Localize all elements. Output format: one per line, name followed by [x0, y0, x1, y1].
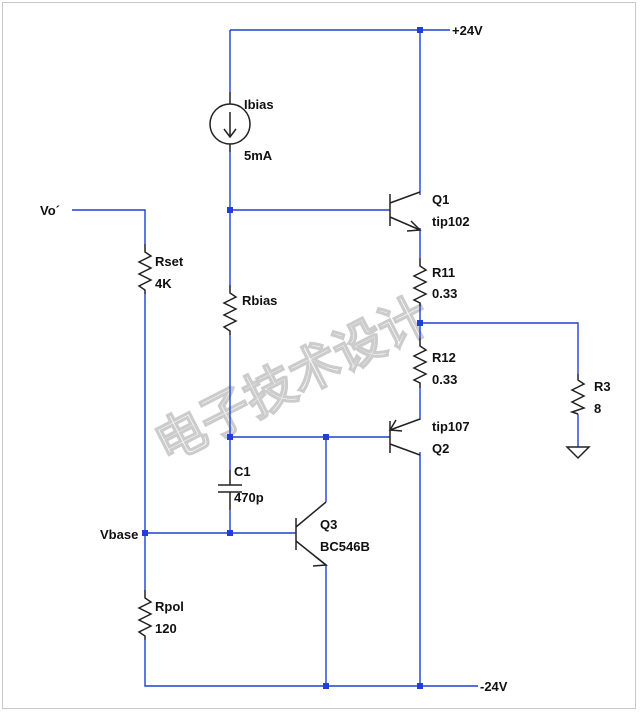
wire-vo — [72, 209, 146, 244]
rset-value: 4K — [155, 276, 172, 291]
junction-q2-base-right — [323, 434, 329, 440]
vo-label: Vo´ — [40, 203, 60, 218]
junction-c1-vbase — [227, 530, 233, 536]
c1-capacitor — [218, 470, 242, 510]
r3-resistor — [569, 374, 586, 415]
r12-resistor — [412, 338, 428, 388]
negative-rail-label: -24V — [480, 679, 508, 694]
q3-transistor — [295, 501, 328, 567]
r3-value: 8 — [594, 401, 601, 416]
q2-name: tip107 — [432, 419, 470, 434]
ibias-name: Ibias — [244, 97, 274, 112]
wire-bottom-rail — [144, 640, 478, 687]
junction-output — [417, 320, 423, 326]
ibias-symbol — [209, 92, 251, 152]
junction-top-right — [417, 27, 423, 33]
vbase-label: Vbase — [100, 527, 138, 542]
wire-output — [420, 322, 579, 374]
q1-value: tip102 — [432, 214, 470, 229]
q3-value: BC546B — [320, 539, 370, 554]
ibias-value: 5mA — [244, 148, 273, 163]
rpol-value: 120 — [155, 621, 177, 636]
q1-transistor — [389, 191, 422, 232]
r11-value: 0.33 — [432, 286, 457, 301]
q2-transistor — [388, 418, 421, 456]
junction-q2-base-left — [227, 434, 233, 440]
q3-name: Q3 — [320, 517, 337, 532]
rbias-resistor — [222, 285, 238, 335]
junction-bottom-q3 — [323, 683, 329, 689]
wires — [72, 29, 579, 687]
rpol-resistor — [137, 590, 153, 640]
q1-name: Q1 — [432, 192, 449, 207]
r12-value: 0.33 — [432, 372, 457, 387]
rpol-name: Rpol — [155, 599, 184, 614]
r11-resistor — [412, 258, 428, 306]
q2-value: Q2 — [432, 441, 449, 456]
junction-vbase — [142, 530, 148, 536]
r12-name: R12 — [432, 350, 456, 365]
r11-name: R11 — [432, 265, 455, 280]
rbias-name: Rbias — [242, 293, 277, 308]
positive-rail-label: +24V — [452, 23, 483, 38]
rset-name: Rset — [155, 254, 184, 269]
junction-q1-base — [227, 207, 233, 213]
c1-name: C1 — [234, 464, 251, 479]
c1-value: 470p — [234, 490, 264, 505]
ground-symbol — [565, 446, 591, 460]
r3-name: R3 — [594, 379, 611, 394]
junctions — [142, 27, 423, 689]
junction-bottom-q2 — [417, 683, 423, 689]
rset-resistor — [137, 244, 153, 294]
